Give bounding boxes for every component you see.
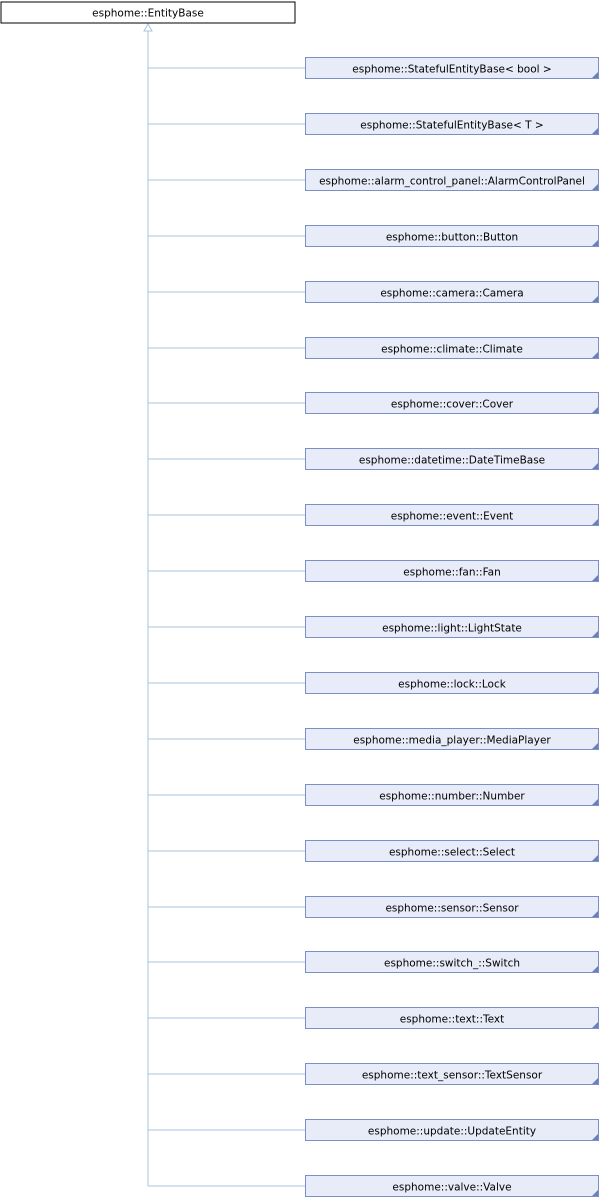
derived-class-box[interactable] (305, 672, 599, 694)
derived-class-node[interactable]: esphome::climate::Climate (305, 337, 599, 359)
derived-class-label[interactable]: esphome::select::Select (389, 847, 515, 859)
base-class-node[interactable]: esphome::EntityBase (0, 1, 296, 24)
derived-class-box[interactable] (305, 840, 599, 862)
more-indicator-icon (592, 1078, 598, 1084)
derived-class-label[interactable]: esphome::StatefulEntityBase< bool > (352, 64, 551, 76)
derived-class-label[interactable]: esphome::text_sensor::TextSensor (362, 1070, 543, 1082)
derived-class-box[interactable] (305, 448, 599, 470)
more-indicator-icon (592, 966, 598, 972)
derived-class-node[interactable]: esphome::select::Select (305, 840, 599, 862)
derived-class-box[interactable] (305, 225, 599, 247)
derived-class-node[interactable]: esphome::button::Button (305, 225, 599, 247)
derived-class-label[interactable]: esphome::sensor::Sensor (385, 903, 519, 915)
more-indicator-icon (592, 855, 598, 861)
derived-class-label[interactable]: esphome::button::Button (386, 232, 518, 244)
more-indicator-icon (592, 296, 598, 302)
derived-class-label[interactable]: esphome::camera::Camera (380, 288, 523, 300)
derived-class-box[interactable] (305, 896, 599, 918)
more-indicator-icon (592, 1022, 598, 1028)
more-indicator-icon (592, 687, 598, 693)
derived-class-node[interactable]: esphome::fan::Fan (305, 560, 599, 582)
derived-class-label[interactable]: esphome::text::Text (400, 1014, 504, 1026)
derived-class-box[interactable] (305, 784, 599, 806)
derived-class-label[interactable]: esphome::light::LightState (382, 623, 522, 635)
derived-class-node[interactable]: esphome::camera::Camera (305, 281, 599, 303)
more-indicator-icon (592, 519, 598, 525)
derived-class-node[interactable]: esphome::lock::Lock (305, 672, 599, 694)
more-indicator-icon (592, 184, 598, 190)
derived-class-nodes: esphome::StatefulEntityBase< bool >espho… (305, 57, 599, 1197)
derived-class-label[interactable]: esphome::cover::Cover (391, 399, 514, 411)
derived-class-box[interactable] (305, 728, 599, 750)
more-indicator-icon (592, 128, 598, 134)
derived-class-label[interactable]: esphome::switch_::Switch (384, 958, 520, 970)
derived-class-box[interactable] (305, 951, 599, 973)
more-indicator-icon (592, 1134, 598, 1140)
derived-class-label[interactable]: esphome::fan::Fan (403, 567, 500, 579)
derived-class-node[interactable]: esphome::sensor::Sensor (305, 896, 599, 918)
more-indicator-icon (592, 352, 598, 358)
derived-class-node[interactable]: esphome::media_player::MediaPlayer (305, 728, 599, 750)
derived-class-label[interactable]: esphome::media_player::MediaPlayer (353, 735, 551, 747)
derived-class-node[interactable]: esphome::update::UpdateEntity (305, 1119, 599, 1141)
derived-class-label[interactable]: esphome::update::UpdateEntity (368, 1126, 536, 1138)
derived-class-label[interactable]: esphome::lock::Lock (398, 679, 507, 691)
more-indicator-icon (592, 407, 598, 413)
more-indicator-icon (592, 911, 598, 917)
derived-class-node[interactable]: esphome::text::Text (305, 1007, 599, 1029)
derived-class-node[interactable]: esphome::valve::Valve (305, 1175, 599, 1197)
more-indicator-icon (592, 240, 598, 246)
more-indicator-icon (592, 1190, 598, 1196)
derived-class-node[interactable]: esphome::light::LightState (305, 616, 599, 638)
derived-class-label[interactable]: esphome::datetime::DateTimeBase (359, 455, 545, 467)
derived-class-box[interactable] (305, 1175, 599, 1197)
derived-class-box[interactable] (305, 169, 599, 191)
derived-class-node[interactable]: esphome::number::Number (305, 784, 599, 806)
derived-class-box[interactable] (305, 392, 599, 414)
derived-class-node[interactable]: esphome::datetime::DateTimeBase (305, 448, 599, 470)
derived-class-box[interactable] (305, 1119, 599, 1141)
derived-class-label[interactable]: esphome::event::Event (391, 511, 514, 523)
derived-class-box[interactable] (305, 504, 599, 526)
base-class-label[interactable]: esphome::EntityBase (92, 8, 204, 20)
more-indicator-icon (592, 463, 598, 469)
derived-class-box[interactable] (305, 616, 599, 638)
base-class-box[interactable] (0, 1, 296, 24)
derived-class-node[interactable]: esphome::alarm_control_panel::AlarmContr… (305, 169, 599, 191)
derived-class-label[interactable]: esphome::climate::Climate (381, 344, 523, 356)
derived-class-box[interactable] (305, 560, 599, 582)
more-indicator-icon (592, 799, 598, 805)
derived-class-node[interactable]: esphome::switch_::Switch (305, 951, 599, 973)
derived-class-label[interactable]: esphome::valve::Valve (392, 1182, 511, 1194)
derived-class-box[interactable] (305, 337, 599, 359)
derived-class-box[interactable] (305, 57, 599, 79)
derived-class-box[interactable] (305, 281, 599, 303)
derived-class-label[interactable]: esphome::alarm_control_panel::AlarmContr… (319, 176, 585, 188)
more-indicator-icon (592, 743, 598, 749)
derived-class-node[interactable]: esphome::StatefulEntityBase< T > (305, 113, 599, 135)
more-indicator-icon (592, 575, 598, 581)
more-indicator-icon (592, 631, 598, 637)
derived-class-box[interactable] (305, 113, 599, 135)
inheritance-connectors (143, 22, 305, 1187)
derived-class-node[interactable]: esphome::text_sensor::TextSensor (305, 1063, 599, 1085)
derived-class-box[interactable] (305, 1007, 599, 1029)
derived-class-label[interactable]: esphome::StatefulEntityBase< T > (360, 120, 543, 132)
inheritance-arrowhead (143, 22, 153, 32)
derived-class-box[interactable] (305, 1063, 599, 1085)
derived-class-label[interactable]: esphome::number::Number (379, 791, 525, 803)
derived-class-node[interactable]: esphome::event::Event (305, 504, 599, 526)
more-indicator-icon (592, 72, 598, 78)
derived-class-node[interactable]: esphome::StatefulEntityBase< bool > (305, 57, 599, 79)
derived-class-node[interactable]: esphome::cover::Cover (305, 392, 599, 414)
